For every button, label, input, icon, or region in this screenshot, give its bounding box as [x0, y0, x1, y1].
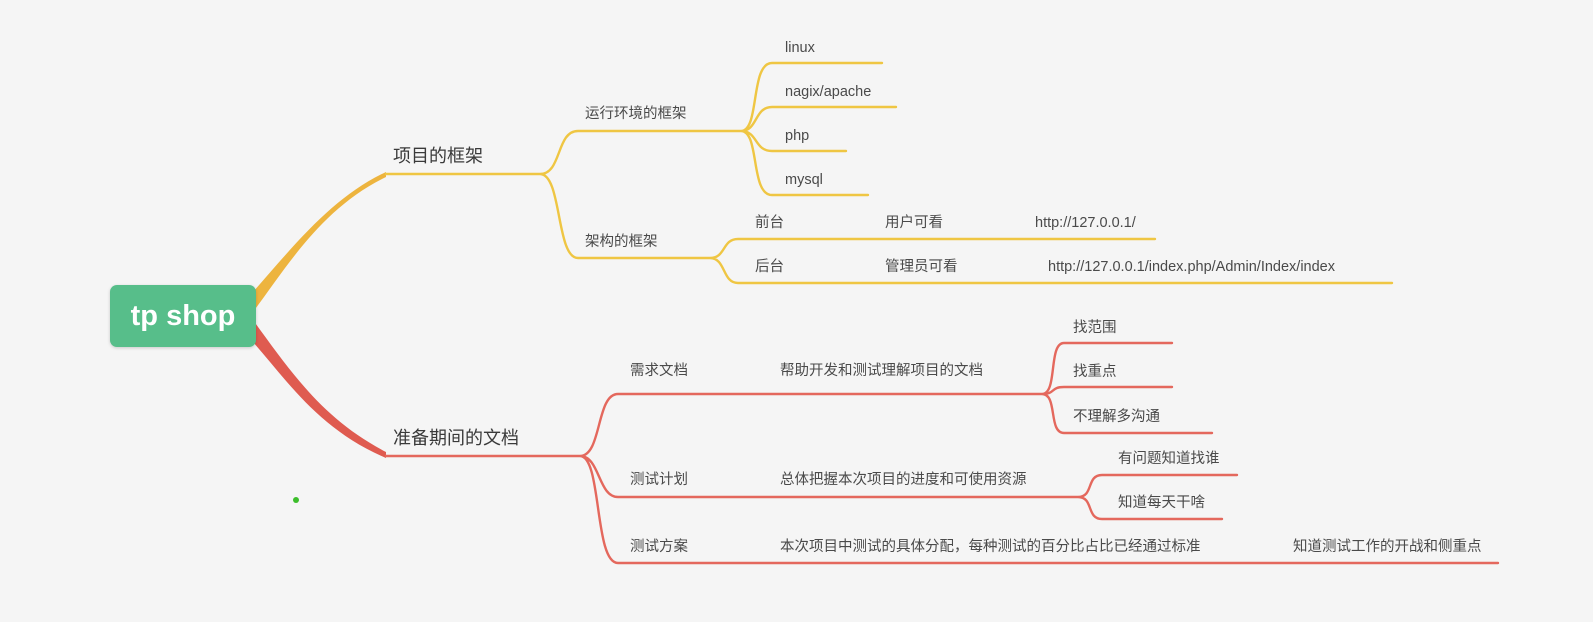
frontend-url[interactable]: http://127.0.0.1/	[1035, 215, 1136, 231]
topic-preparation-docs[interactable]: 准备期间的文档	[393, 428, 519, 448]
topic-mysql[interactable]: mysql	[785, 172, 823, 188]
framework-trunk-curve	[253, 172, 386, 312]
test-plan-description: 总体把握本次项目的进度和可使用资源	[780, 472, 1027, 488]
topic-backend[interactable]: 后台	[755, 259, 784, 275]
topic-nagix-apache[interactable]: nagix/apache	[785, 84, 872, 100]
green-marker-dot	[293, 497, 299, 503]
topic-project-framework[interactable]: 项目的框架	[393, 146, 483, 166]
topic-communicate-more[interactable]: 不理解多沟通	[1073, 409, 1160, 425]
test-scheme-note: 知道测试工作的开战和侧重点	[1293, 539, 1482, 555]
backend-url[interactable]: http://127.0.0.1/index.php/Admin/Index/i…	[1048, 259, 1335, 275]
topic-linux[interactable]: linux	[785, 40, 815, 56]
requirement-description: 帮助开发和测试理解项目的文档	[780, 363, 983, 379]
docs-trunk-curve	[253, 320, 386, 458]
topic-find-focus[interactable]: 找重点	[1073, 364, 1117, 380]
root-topic[interactable]: tp shop	[110, 285, 256, 347]
topic-requirement-doc[interactable]: 需求文档	[630, 363, 688, 379]
topic-find-scope[interactable]: 找范围	[1073, 320, 1117, 336]
topic-runtime-framework[interactable]: 运行环境的框架	[585, 106, 687, 122]
test-scheme-description: 本次项目中测试的具体分配，每种测试的百分比占比已经通过标准	[780, 539, 1201, 555]
topic-frontend[interactable]: 前台	[755, 215, 784, 231]
frontend-description: 用户可看	[885, 215, 943, 231]
topic-test-plan[interactable]: 测试计划	[630, 472, 688, 488]
topic-architecture-framework[interactable]: 架构的框架	[585, 234, 658, 250]
topic-test-scheme[interactable]: 测试方案	[630, 539, 688, 555]
docs-branch-lines	[384, 341, 1500, 565]
topic-php[interactable]: php	[785, 128, 810, 144]
backend-description: 管理员可看	[885, 259, 958, 275]
topic-know-who-to-ask[interactable]: 有问题知道找谁	[1118, 451, 1220, 467]
framework-branch-lines	[384, 61, 1394, 285]
topic-know-daily-work[interactable]: 知道每天干啥	[1118, 495, 1205, 511]
